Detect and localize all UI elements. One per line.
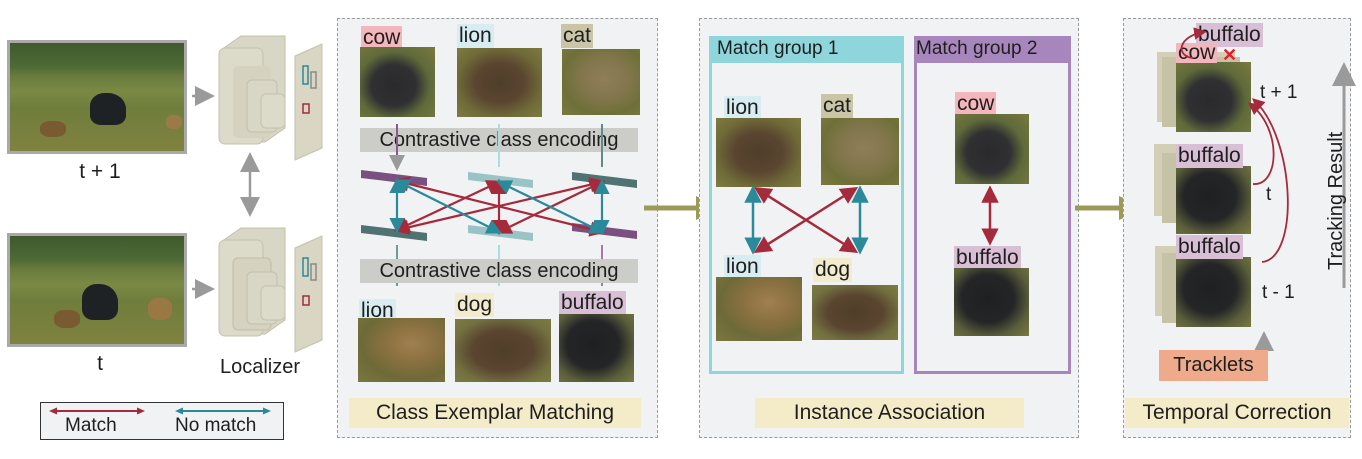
tracklet-frame-t-plus-1-image — [1176, 62, 1251, 132]
group1-bottom-dog-image — [812, 285, 898, 340]
embedding-bar-buffalo — [572, 223, 637, 239]
group2-top-cow-image — [955, 114, 1029, 184]
exemplar-top-lion-image — [457, 48, 542, 117]
box-icon-gray — [310, 71, 317, 89]
temporal-correction-title: Temporal Correction — [1125, 398, 1349, 428]
vote-arrow-from-t-minus-1 — [1252, 98, 1289, 263]
match-group-1-title: Match group 1 — [709, 36, 904, 63]
group1-top-cat-tag: cat — [821, 94, 854, 118]
box-icon-red — [302, 103, 310, 114]
time-label-t-plus-1: t + 1 — [1260, 82, 1298, 103]
match-arrow — [753, 186, 859, 254]
exemplar-top-cow-image — [360, 47, 435, 117]
localizer-network-top — [218, 35, 323, 161]
legend-no-match-arrow — [175, 407, 271, 415]
legend-no-match-label: No match — [175, 415, 257, 436]
embedding-bar-dog — [468, 225, 533, 241]
lion-silhouette — [40, 121, 66, 137]
tracklet-frame-t-tag: buffalo — [1176, 144, 1243, 168]
lion-silhouette — [54, 310, 80, 328]
tracking-result-axis-label: Tracking Result — [1325, 131, 1347, 270]
embedding-bar-lion-bottom — [361, 225, 427, 241]
match-group-2: Match group 2 — [914, 36, 1071, 374]
box-icon-gray — [310, 263, 317, 281]
localizer-label: Localizer — [219, 356, 301, 378]
instance-association-title: Instance Association — [755, 398, 1024, 428]
class-exemplar-title: Class Exemplar Matching — [349, 398, 641, 428]
buffalo-silhouette — [90, 93, 126, 125]
legend-match-label: Match — [65, 415, 117, 436]
lion-silhouette — [148, 298, 172, 320]
buffalo-silhouette — [82, 284, 118, 320]
time-label-t-minus-1: t - 1 — [1262, 282, 1295, 303]
exemplar-bottom-lion-image — [358, 318, 445, 382]
no-match-arrow — [496, 180, 605, 234]
exemplar-bottom-buffalo-tag: buffalo — [559, 291, 626, 315]
tracklet-frame-t-image — [1176, 166, 1251, 234]
embedding-bar-lion — [468, 172, 533, 188]
frame-t-plus-1-image — [7, 40, 187, 154]
embedding-bar-cow — [361, 170, 427, 186]
exemplar-matching-graph — [361, 124, 637, 286]
exemplar-top-cat-tag: cat — [561, 24, 594, 48]
exemplar-bottom-dog-tag: dog — [455, 293, 495, 317]
wrong-label-cow: cow — [1176, 41, 1218, 64]
group2-bottom-buffalo-tag: buffalo — [954, 246, 1021, 270]
group2-bottom-buffalo-image — [954, 268, 1029, 336]
group1-top-cat-image — [821, 118, 899, 185]
wrong-label-x-icon: ✕ — [1222, 45, 1238, 65]
frame-t-label: t — [97, 352, 103, 375]
group1-top-lion-image — [716, 118, 801, 187]
frame-t-plus-1-label: t + 1 — [79, 160, 121, 183]
group2-match-arrow — [981, 185, 999, 246]
vote-arrow-from-t — [1247, 102, 1275, 185]
relabel-arrow — [1180, 27, 1207, 59]
match-group-1: Match group 1 — [709, 36, 904, 374]
exemplar-bottom-buffalo-image — [559, 314, 634, 382]
group1-bottom-lion-image — [716, 277, 802, 341]
group2-top-cow-tag: cow — [955, 92, 997, 116]
box-icon-teal — [302, 65, 309, 85]
frame-t-image — [7, 233, 187, 347]
group1-bottom-dog-tag: dog — [813, 258, 853, 282]
cat-silhouette — [166, 115, 182, 129]
box-icon-teal — [302, 257, 309, 277]
localizer-network-bottom — [218, 227, 323, 353]
contrastive-encoding-bottom-label: Contrastive class encoding — [360, 259, 638, 283]
exemplar-top-cat-image — [562, 49, 640, 115]
embedding-bar-cat — [572, 172, 637, 188]
group1-match-graph — [744, 185, 869, 255]
exemplar-top-cow-tag: cow — [361, 26, 403, 50]
match-group-2-title: Match group 2 — [914, 36, 1071, 63]
legend: Match No match — [40, 402, 284, 440]
exemplar-bottom-dog-image — [455, 319, 551, 382]
exemplar-top-lion-tag: lion — [457, 24, 494, 48]
box-icon-red — [302, 295, 310, 306]
no-match-arrow — [394, 179, 502, 234]
tracklet-frame-t-minus-1-image — [1176, 257, 1251, 327]
temporal-correction-arrows — [1180, 27, 1356, 352]
legend-match-arrow — [49, 407, 145, 415]
time-label-t: t — [1266, 184, 1272, 205]
tracklets-label: Tracklets — [1159, 350, 1268, 381]
group1-top-lion-tag: lion — [724, 96, 761, 120]
group1-bottom-lion-tag: lion — [724, 255, 761, 279]
tracklet-frame-t-minus-1-tag: buffalo — [1176, 235, 1243, 259]
